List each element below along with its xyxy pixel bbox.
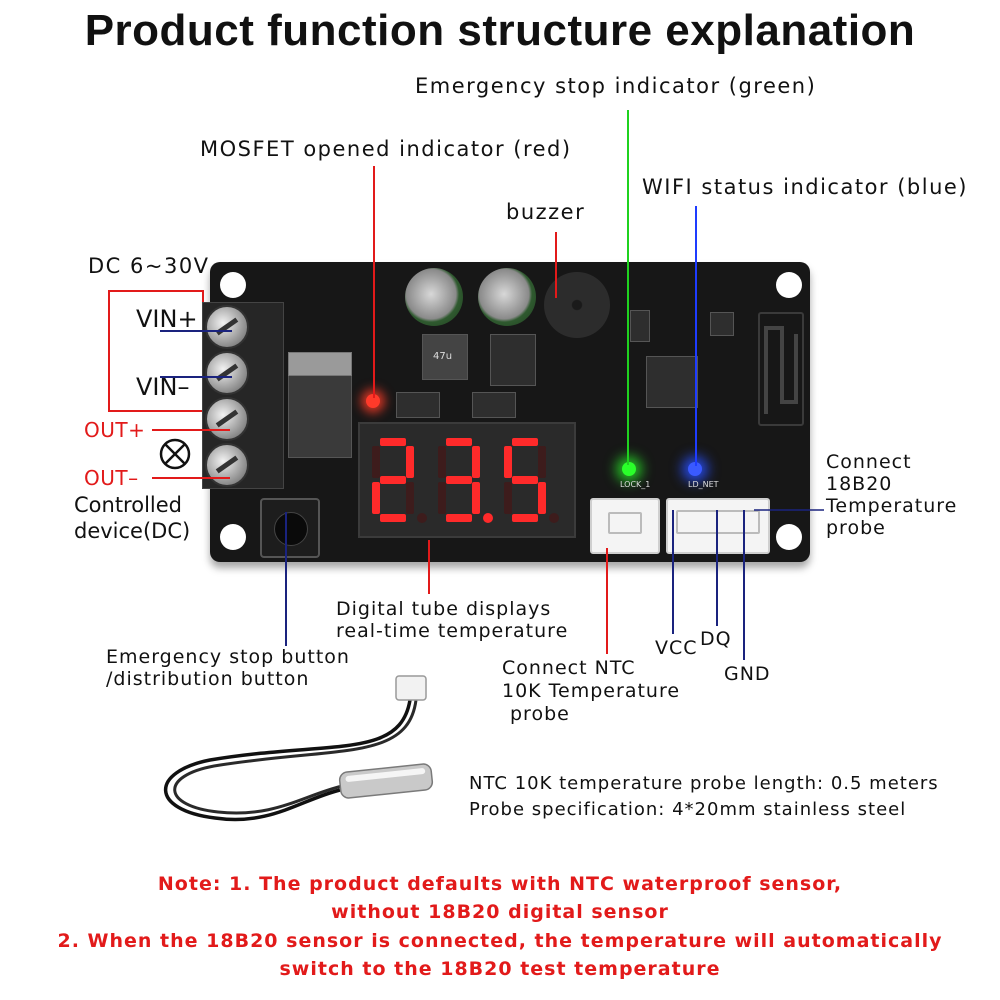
mosfet-tab <box>288 352 352 376</box>
wifi-antenna <box>758 312 804 426</box>
connect-18b20-line3: Temperature <box>826 495 958 517</box>
display-segment <box>512 438 538 446</box>
load-symbol-cross <box>164 443 186 465</box>
antenna-trace <box>764 326 798 414</box>
display-segment <box>380 438 406 446</box>
mount-hole <box>220 524 246 550</box>
digital-tube-label: Digital tube displays real-time temperat… <box>336 598 568 642</box>
mount-hole <box>220 272 246 298</box>
emergency-button-line2: /distribution button <box>106 668 310 690</box>
regulator-chip <box>490 334 536 386</box>
display-segment <box>472 446 480 478</box>
inductor-label: 47u <box>433 351 453 362</box>
probe-spec-line1: NTC 10K temperature probe length: 0.5 me… <box>469 773 939 794</box>
screw-terminal-out-plus <box>205 397 249 441</box>
emergency-button-line1: Emergency stop button <box>106 646 350 668</box>
display-segment <box>406 482 414 514</box>
display-segment <box>504 446 512 478</box>
display-segment <box>446 476 472 484</box>
mount-hole <box>776 272 802 298</box>
ntc-connector <box>590 498 660 554</box>
display-segment <box>406 446 414 478</box>
display-segment <box>372 482 380 514</box>
display-segment <box>438 446 446 478</box>
note-line4: switch to the 18B20 test temperature <box>279 958 721 980</box>
mcu-chip <box>646 356 698 408</box>
display-segment <box>472 482 480 514</box>
display-segment <box>512 514 538 522</box>
display-segment <box>380 514 406 522</box>
ntc-connector-socket <box>608 512 642 534</box>
wifi-status-led <box>688 462 702 476</box>
display-decimal-point <box>483 513 493 523</box>
led-net-label: LD_NET <box>688 480 719 489</box>
connect-18b20-line4: probe <box>826 517 886 539</box>
button-cap[interactable] <box>274 512 308 546</box>
connect-ntc-line3: probe <box>510 703 570 725</box>
mount-hole <box>776 524 802 550</box>
digital-tube-digits <box>372 438 559 523</box>
inductor: 47u <box>422 334 468 380</box>
vin-plus-label: VIN+ <box>136 305 198 333</box>
emergency-stop-led <box>622 462 636 476</box>
digital-tube-line1: Digital tube displays <box>336 598 552 620</box>
connect-ntc-line1: Connect NTC <box>502 657 636 679</box>
emergency-stop-button[interactable] <box>260 498 320 558</box>
digital-tube-line2: real-time temperature <box>336 620 569 642</box>
display-decimal-point <box>549 513 559 523</box>
emergency-button-label: Emergency stop button /distribution butt… <box>106 646 350 690</box>
display-segment <box>380 476 406 484</box>
smd-component <box>710 312 734 336</box>
connect-18b20-label: Connect 18B20 Temperature probe <box>826 451 957 539</box>
out-minus-label: OUT– <box>84 466 139 490</box>
controlled-device-label-2: device(DC) <box>74 519 191 543</box>
screw-terminal-vin-minus <box>205 351 249 395</box>
connect-18b20-line2: 18B20 <box>826 473 893 495</box>
connect-ntc-line2: 10K Temperature <box>502 680 681 702</box>
display-segment <box>512 476 538 484</box>
digital-tube-display <box>358 422 576 538</box>
dq-label: DQ <box>700 628 732 650</box>
display-decimal-point <box>417 513 427 523</box>
display-segment <box>538 446 546 478</box>
display-segment <box>446 438 472 446</box>
screw-terminal-vin-plus <box>205 305 249 349</box>
emergency-stop-indicator-label: Emergency stop indicator (green) <box>415 74 817 98</box>
display-segment <box>438 482 446 514</box>
probe-spec-line2: Probe specification: 4*20mm stainless st… <box>469 799 907 820</box>
smd-component <box>630 310 650 342</box>
display-segment <box>538 482 546 514</box>
screw-terminal-block <box>202 302 284 489</box>
connect-ntc-label: Connect NTC 10K Temperature probe <box>502 657 680 726</box>
gnd-label: GND <box>724 663 771 685</box>
diode <box>472 392 516 418</box>
capacitor <box>405 268 463 326</box>
vcc-label: VCC <box>655 637 698 659</box>
note-line3: 2. When the 18B20 sensor is connected, t… <box>57 930 943 952</box>
note-line2: without 18B20 digital sensor <box>331 901 669 923</box>
mosfet-indicator-label: MOSFET opened indicator (red) <box>200 137 572 161</box>
display-segment <box>372 446 380 478</box>
page-title: Product function structure explanation <box>84 6 916 55</box>
wifi-indicator-label: WIFI status indicator (blue) <box>642 175 969 199</box>
display-segment <box>446 514 472 522</box>
display-segment <box>504 482 512 514</box>
note-line1: Note: 1. The product defaults with NTC w… <box>157 873 843 895</box>
mosfet-led <box>366 394 380 408</box>
dc-input-label: DC 6~30V <box>88 254 210 278</box>
buzzer-label: buzzer <box>506 200 586 224</box>
capacitor <box>478 268 536 326</box>
diode <box>396 392 440 418</box>
connect-18b20-line1: Connect <box>826 451 912 473</box>
out-plus-label: OUT+ <box>84 418 146 442</box>
screw-terminal-out-minus <box>205 443 249 487</box>
led-lock-label: LOCK_1 <box>620 480 651 489</box>
pcb-board: 47u LOCK_1 LD_NET <box>202 262 810 562</box>
controlled-device-label-1: Controlled <box>74 493 182 517</box>
